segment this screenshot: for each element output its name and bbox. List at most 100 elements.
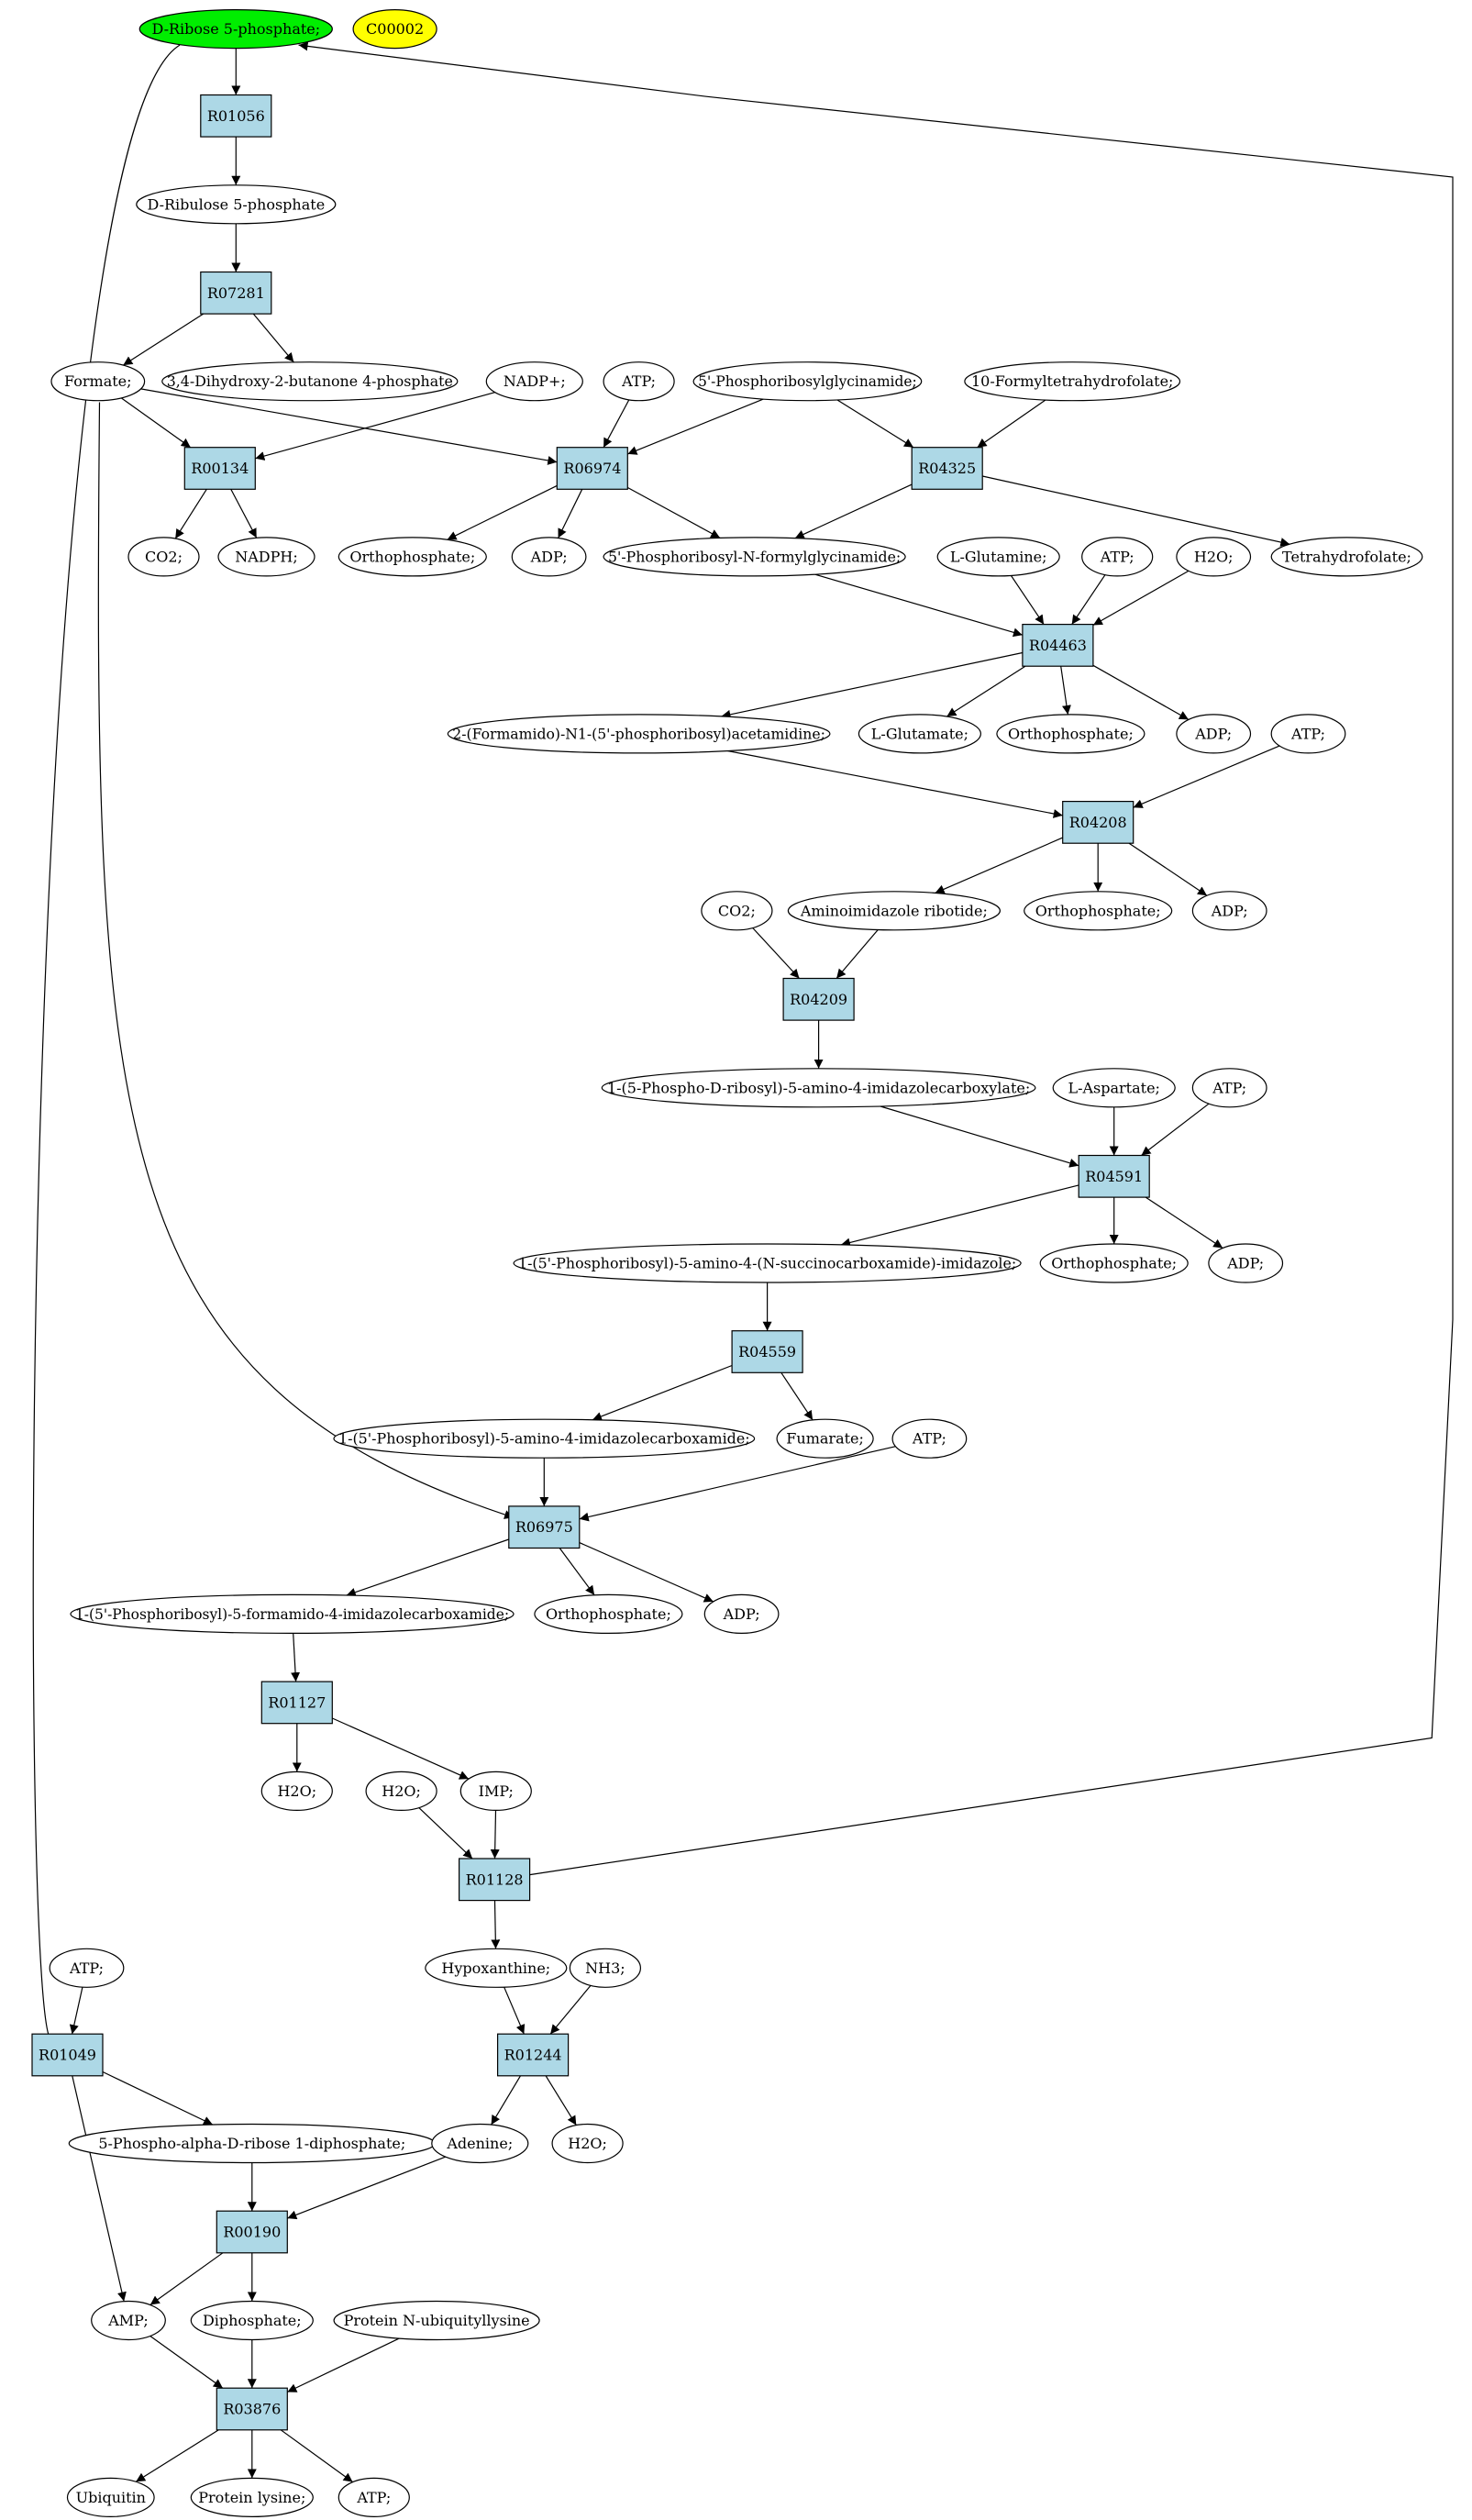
node-label: NH3; xyxy=(585,1959,625,1977)
reaction-node-r06974[interactable]: R06974 xyxy=(556,447,628,490)
compound-ellipse xyxy=(858,714,982,754)
compound-node-atp2[interactable]: ATP; xyxy=(1081,537,1154,577)
compound-node-thf[interactable]: Tetrahydrofolate; xyxy=(1270,537,1423,577)
compound-node-co2a[interactable]: CO2; xyxy=(127,537,200,577)
compound-node-fgam[interactable]: 2-(Formamido)-N1-(5'-phosphoribosyl)acet… xyxy=(447,714,831,754)
edge-rib5p-to-r01049 xyxy=(32,44,181,2045)
compound-node-c00002[interactable]: C00002 xyxy=(352,9,437,50)
compound-node-pi4[interactable]: Orthophosphate; xyxy=(1039,1243,1189,1283)
node-label: R04325 xyxy=(918,460,976,477)
compound-node-nadph[interactable]: NADPH; xyxy=(217,537,315,577)
reaction-node-r01244[interactable]: R01244 xyxy=(496,2033,570,2077)
node-label: Orthophosphate; xyxy=(1035,902,1161,919)
reaction-box xyxy=(731,1330,803,1373)
compound-node-nh3[interactable]: NH3; xyxy=(569,1948,642,1988)
reaction-node-r04325[interactable]: R04325 xyxy=(911,447,983,490)
compound-node-dhbp[interactable]: 3,4-Dihydroxy-2-butanone 4-phosphate xyxy=(161,361,459,402)
reaction-node-r04209[interactable]: R04209 xyxy=(782,977,855,1021)
compound-ellipse xyxy=(776,1418,874,1459)
node-label: Orthophosphate; xyxy=(1008,725,1134,742)
node-label: 1-(5'-Phosphoribosyl)-5-amino-4-imidazol… xyxy=(338,1430,750,1448)
compound-node-asp[interactable]: L-Aspartate; xyxy=(1052,1068,1176,1108)
compound-node-pi2[interactable]: Orthophosphate; xyxy=(996,714,1146,754)
compound-node-glu[interactable]: L-Glutamate; xyxy=(858,714,982,754)
reaction-node-r01056[interactable]: R01056 xyxy=(200,94,272,138)
compound-node-gln[interactable]: L-Glutamine; xyxy=(936,537,1060,577)
compound-node-prolys[interactable]: Protein lysine; xyxy=(190,2477,314,2517)
edge-r06974-to-adp1 xyxy=(558,489,583,538)
compound-node-ppi[interactable]: Diphosphate; xyxy=(190,2300,314,2341)
compound-node-pi3[interactable]: Orthophosphate; xyxy=(1024,891,1173,931)
edge-ade-to-r00190 xyxy=(287,2156,446,2220)
reaction-node-r04463[interactable]: R04463 xyxy=(1022,623,1094,667)
compound-node-fum[interactable]: Fumarate; xyxy=(776,1418,874,1459)
compound-node-nadpp[interactable]: NADP+; xyxy=(485,361,583,402)
reaction-node-r06975[interactable]: R06975 xyxy=(508,1505,581,1549)
node-label: 1-(5-Phospho-D-ribosyl)-5-amino-4-imidaz… xyxy=(607,1079,1030,1096)
compound-node-adp5[interactable]: ADP; xyxy=(703,1593,780,1635)
edge-amp-to-r03876 xyxy=(149,2336,224,2389)
compound-node-amp[interactable]: AMP; xyxy=(91,2300,166,2341)
node-label: AMP; xyxy=(107,2312,149,2329)
node-label: C00002 xyxy=(366,20,424,38)
compound-node-atp5[interactable]: ATP; xyxy=(891,1418,968,1459)
reaction-node-r00190[interactable]: R00190 xyxy=(216,2210,288,2254)
edge-r06974-to-fgar xyxy=(627,486,721,538)
reaction-node-r04559[interactable]: R04559 xyxy=(731,1330,803,1373)
edge-r00190-to-amp xyxy=(149,2252,224,2305)
compound-node-saicar[interactable]: 1-(5'-Phosphoribosyl)-5-amino-4-(N-succi… xyxy=(513,1243,1022,1283)
compound-ellipse xyxy=(1024,891,1173,931)
reaction-node-r01127[interactable]: R01127 xyxy=(260,1681,333,1725)
compound-ellipse xyxy=(485,361,583,402)
compound-node-h2o2[interactable]: H2O; xyxy=(260,1771,333,1812)
compound-node-protub[interactable]: Protein N-ubiquityllysine xyxy=(333,2300,540,2341)
compound-node-gar[interactable]: 5'-Phosphoribosylglycinamide; xyxy=(692,361,923,402)
reaction-node-r07281[interactable]: R07281 xyxy=(200,271,272,315)
compound-node-fthf[interactable]: 10-Formyltetrahydrofolate; xyxy=(964,361,1181,402)
compound-node-atp3[interactable]: ATP; xyxy=(1270,714,1346,754)
compound-node-h2o4[interactable]: H2O; xyxy=(551,2123,624,2164)
compound-node-adp4[interactable]: ADP; xyxy=(1208,1243,1284,1283)
edge-r06975-to-pi5 xyxy=(559,1548,595,1596)
compound-node-h2o1[interactable]: H2O; xyxy=(1176,537,1252,577)
edge-r06975-to-faicar xyxy=(346,1538,509,1597)
compound-node-adp3[interactable]: ADP; xyxy=(1191,891,1267,931)
reaction-node-r03876[interactable]: R03876 xyxy=(216,2387,288,2431)
edge-r04463-to-fgam xyxy=(721,651,1024,719)
compound-ellipse xyxy=(333,1418,756,1459)
compound-node-adp1[interactable]: ADP; xyxy=(511,537,587,577)
compound-node-ubq[interactable]: Ubiquitin xyxy=(66,2477,155,2517)
compound-node-h2o3[interactable]: H2O; xyxy=(365,1771,437,1812)
compound-node-hyp[interactable]: Hypoxanthine; xyxy=(425,1948,568,1988)
compound-node-pi1[interactable]: Orthophosphate; xyxy=(338,537,487,577)
reaction-node-r00134[interactable]: R00134 xyxy=(183,447,256,490)
reaction-node-r04591[interactable]: R04591 xyxy=(1078,1154,1150,1198)
edge-air-to-r04209 xyxy=(836,929,879,979)
compound-node-aicar[interactable]: 1-(5'-Phosphoribosyl)-5-amino-4-imidazol… xyxy=(333,1418,756,1459)
compound-node-ribu5p[interactable]: D-Ribulose 5-phosphate xyxy=(136,184,337,225)
compound-node-atp6[interactable]: ATP; xyxy=(49,1948,125,1988)
reaction-node-r04208[interactable]: R04208 xyxy=(1062,800,1134,844)
node-label: H2O; xyxy=(1194,548,1234,565)
compound-ellipse xyxy=(936,537,1060,577)
compound-node-formate[interactable]: Formate; xyxy=(50,361,146,402)
reaction-node-r01128[interactable]: R01128 xyxy=(459,1858,531,1902)
compound-node-co2b[interactable]: CO2; xyxy=(701,891,773,931)
compound-node-cair[interactable]: 1-(5-Phospho-D-ribosyl)-5-amino-4-imidaz… xyxy=(601,1068,1036,1108)
reaction-node-r01049[interactable]: R01049 xyxy=(31,2033,104,2077)
compound-node-prpp[interactable]: 5-Phospho-alpha-D-ribose 1-diphosphate; xyxy=(68,2123,436,2164)
compound-node-rib5p[interactable]: D-Ribose 5-phosphate; xyxy=(138,9,333,50)
compound-node-air[interactable]: Aminoimidazole ribotide; xyxy=(787,891,1002,931)
reaction-box xyxy=(1022,623,1094,667)
compound-node-imp[interactable]: IMP; xyxy=(459,1771,532,1812)
compound-node-adp2[interactable]: ADP; xyxy=(1176,714,1252,754)
node-label: H2O; xyxy=(277,1782,316,1800)
compound-node-faicar[interactable]: 1-(5'-Phosphoribosyl)-5-formamido-4-imid… xyxy=(70,1593,515,1635)
compound-node-atp1[interactable]: ATP; xyxy=(603,361,675,402)
compound-node-ade[interactable]: Adenine; xyxy=(431,2123,529,2164)
compound-node-atp4[interactable]: ATP; xyxy=(1191,1068,1267,1108)
edge-atp2-to-r04463 xyxy=(1071,574,1106,625)
compound-node-fgar[interactable]: 5'-Phosphoribosyl-N-formylglycinamide; xyxy=(603,537,906,577)
compound-node-atp7[interactable]: ATP; xyxy=(338,2477,410,2517)
compound-node-pi5[interactable]: Orthophosphate; xyxy=(534,1593,683,1635)
